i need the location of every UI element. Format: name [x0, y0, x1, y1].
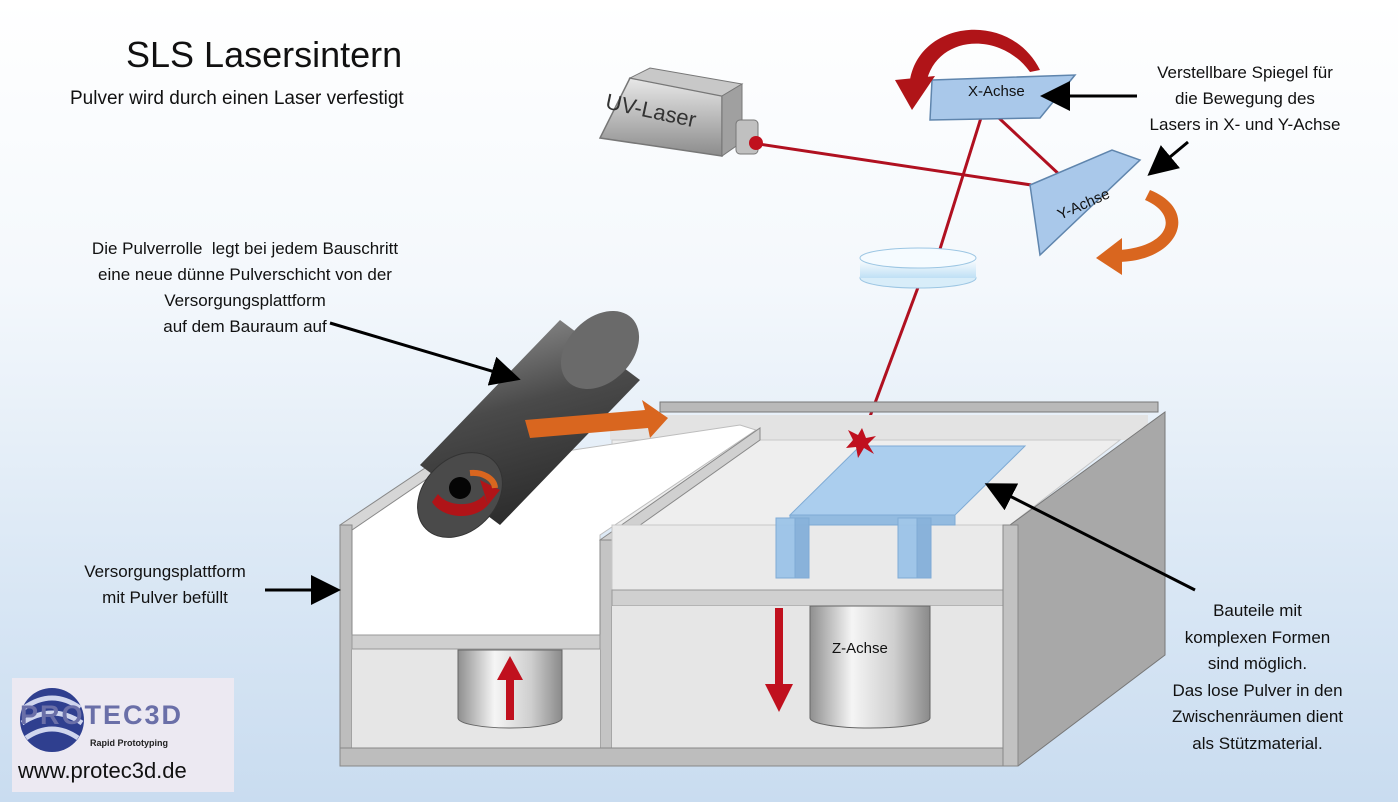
- annotation-line: Verstellbare Spiegel für: [1157, 63, 1333, 82]
- roller-direction-arrow-icon: [525, 400, 668, 438]
- annotation-line: die Bewegung des: [1175, 89, 1315, 108]
- supply-up-arrow-icon: [497, 656, 523, 720]
- x-axis-mirror: [929, 74, 1077, 121]
- annotation-line: Das lose Pulver in den: [1172, 680, 1343, 700]
- website-link[interactable]: www.protec3d.de: [18, 758, 187, 783]
- printed-part: [775, 445, 1027, 579]
- logo-brand: PROTEC3D: [20, 700, 184, 730]
- annotation-line: Zwischenräumen dient: [1171, 707, 1344, 726]
- annotation-line: als Stützmaterial.: [1192, 733, 1323, 753]
- logo-tagline: Rapid Prototyping: [90, 738, 168, 748]
- annotation-line: komplexen Formen: [1184, 627, 1331, 647]
- page-subtitle: Pulver wird durch einen Laser verfestigt: [70, 88, 404, 109]
- annotation-line: Die Pulverrolle legt bei jedem Bauschrit…: [91, 239, 399, 258]
- laser-spot-icon: [846, 428, 876, 458]
- annotation-line: Bauteile mit: [1213, 601, 1302, 620]
- annotation-line: eine neue dünne Pulverschicht von der: [98, 265, 392, 284]
- x-rotation-arrow-icon: [895, 29, 1040, 110]
- page-title: SLS Lasersintern: [126, 34, 403, 75]
- focusing-lens: [859, 247, 977, 289]
- annotation-line: Lasers in X- und Y-Achse: [1149, 115, 1341, 134]
- annotation-line: Versorgungsplattform: [84, 562, 246, 581]
- callout-arrows: [265, 81, 1196, 605]
- globe-logo-icon: [20, 688, 84, 752]
- build-down-arrow-icon: [765, 608, 793, 712]
- company-logo: [12, 678, 234, 792]
- y-rotation-arrow-icon: [1096, 190, 1179, 275]
- annotation-line: Versorgungsplattform: [164, 291, 326, 310]
- uv-laser-icon: [598, 67, 763, 157]
- annotation-line: auf dem Bauraum auf: [163, 317, 327, 336]
- annotation-line: sind möglich.: [1207, 654, 1308, 673]
- annotation-line: mit Pulver befüllt: [102, 588, 228, 607]
- supply-annotation: Versorgungsplattform mit Pulver befüllt: [30, 559, 300, 611]
- roller-annotation: Die Pulverrolle legt bei jedem Bauschrit…: [30, 236, 460, 340]
- x-axis-label: X-Achse: [968, 83, 1025, 100]
- parts-annotation: Bauteile mit komplexen Formen sind mögli…: [1140, 598, 1375, 757]
- z-axis-label: Z-Achse: [832, 640, 888, 657]
- mirror-annotation: Verstellbare Spiegel für die Bewegung de…: [1110, 60, 1380, 138]
- y-axis-mirror: [1029, 149, 1142, 257]
